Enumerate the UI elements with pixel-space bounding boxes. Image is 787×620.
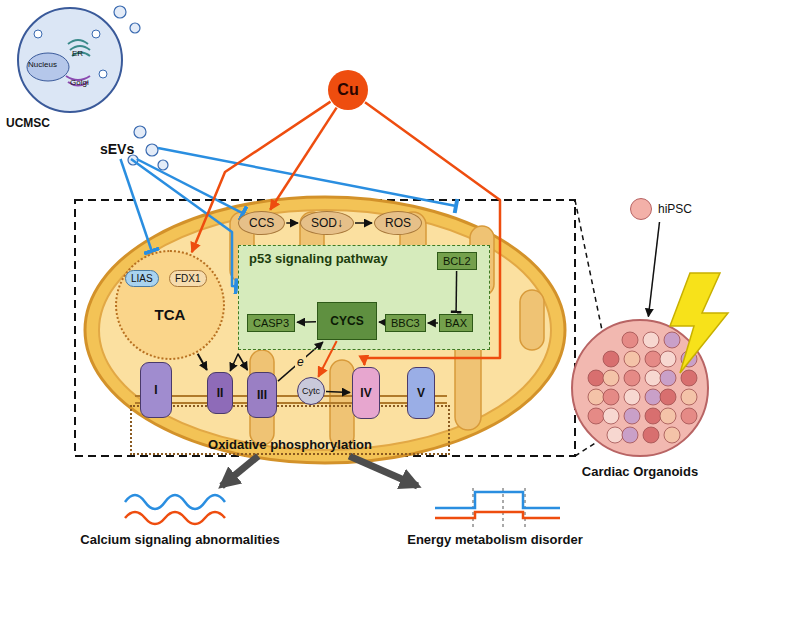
vesicle-label: sEVs: [98, 140, 136, 158]
node-text: BCL2: [443, 255, 471, 267]
inhibition-bar: [455, 199, 458, 213]
node-text: BAX: [445, 317, 467, 329]
connector: [428, 322, 438, 324]
mitochondrion-outer: [85, 197, 565, 463]
cell-dot: [630, 198, 652, 220]
connector: [318, 341, 336, 377]
cell-drawing: [8, 4, 132, 116]
node-text: CYCS: [330, 314, 363, 328]
connector: [364, 102, 500, 365]
connector: [222, 456, 259, 486]
complex-shape: I: [140, 362, 172, 418]
edge-label: e: [295, 355, 306, 369]
pathway-box: Oxidative phosphorylationIIIIIICytcIVV: [130, 405, 450, 455]
protein-blob: FDX1: [169, 270, 207, 287]
connector: [349, 456, 417, 486]
node-text: SOD↓: [311, 216, 343, 230]
zoom-line: [575, 200, 603, 335]
connector: [121, 159, 152, 251]
cycle-circle: TCA LIAS FDX1: [115, 250, 225, 360]
node-text: ROS: [385, 216, 411, 230]
cytochrome-circle: Cytc: [297, 377, 325, 405]
connector: [278, 342, 323, 381]
membrane: [135, 402, 447, 404]
cell-label: hiPSC: [630, 197, 692, 221]
node-text: III: [257, 388, 267, 402]
node-text: CASP3: [253, 317, 289, 329]
connector: [270, 108, 336, 210]
connector: [455, 271, 457, 312]
mitochondrion-inner: [99, 210, 551, 450]
node-text: sEVs: [100, 141, 134, 157]
gene-box: BBC3: [385, 314, 426, 332]
connector: [648, 222, 659, 317]
node-text: FDX1: [175, 273, 201, 284]
node-text: CCS: [249, 216, 274, 230]
energy-trace: [395, 488, 595, 528]
protein-blob: LIAS: [125, 270, 159, 287]
node-text: IV: [360, 386, 371, 400]
cristae: [230, 212, 544, 448]
box-fill: [238, 245, 490, 350]
connector: [326, 391, 350, 393]
outcome-box: Calcium signaling abnormalities: [70, 488, 290, 552]
organoid: Cardiac Organoids: [570, 318, 710, 458]
inhibition-line: [158, 148, 456, 206]
cell-label: UCMSC: [6, 116, 50, 130]
calcium-trace: [70, 488, 290, 528]
connector: [230, 354, 247, 371]
complex-shape: III: [247, 372, 277, 418]
membrane: [135, 395, 447, 397]
connector: [137, 159, 243, 213]
stem-cell: Nucleus ER GolgiUCMSC: [8, 4, 132, 132]
node-text: I: [154, 383, 157, 397]
copper-circle: Cu: [328, 70, 368, 110]
connector: [379, 321, 384, 323]
gene-box: CASP3: [247, 314, 295, 332]
node-text: Energy metabolism disorder: [395, 532, 595, 547]
connector: [198, 354, 207, 370]
node-text: Calcium signaling abnormalities: [70, 532, 290, 547]
organelle-label: ER: [72, 49, 83, 58]
box-fill: [116, 251, 224, 359]
complex-shape: II: [207, 372, 233, 414]
organelle-label: Nucleus: [28, 60, 57, 69]
connector: [355, 222, 372, 224]
node-text: p53 signaling pathway: [249, 251, 388, 266]
protein-ellipse: CCS: [238, 211, 285, 235]
protein-ellipse: SOD↓: [300, 211, 354, 235]
connector: [297, 321, 316, 323]
connector: [286, 222, 298, 224]
node-text: II: [217, 386, 224, 400]
gene-box: BCL2: [437, 252, 477, 270]
complex-shape: IV: [352, 367, 380, 419]
gene-box: CYCS: [317, 302, 377, 340]
node-text: Cardiac Organoids: [545, 464, 735, 479]
zoom-line: [575, 440, 600, 456]
organoid-drawing: [570, 318, 710, 458]
node-text: V: [417, 386, 425, 400]
protein-ellipse: ROS: [374, 211, 422, 235]
outcome-box: Energy metabolism disorder: [395, 488, 595, 552]
connector: [131, 159, 236, 286]
node-text: LIAS: [131, 273, 153, 284]
pathway-box: p53 signaling pathway BCL2BAX BBC3 CYCS CASP…: [238, 245, 490, 350]
node-text: Cu: [337, 81, 358, 99]
complex-shape: V: [407, 367, 435, 419]
node-text: Oxidative phosphorylation: [132, 437, 448, 452]
node-text: hiPSC: [658, 197, 692, 221]
node-text: Cytc: [302, 386, 320, 396]
node-text: TCA: [117, 306, 223, 323]
gene-box: BAX: [439, 314, 473, 332]
organelle-label: Golgi: [70, 78, 89, 87]
node-text: BBC3: [391, 317, 420, 329]
